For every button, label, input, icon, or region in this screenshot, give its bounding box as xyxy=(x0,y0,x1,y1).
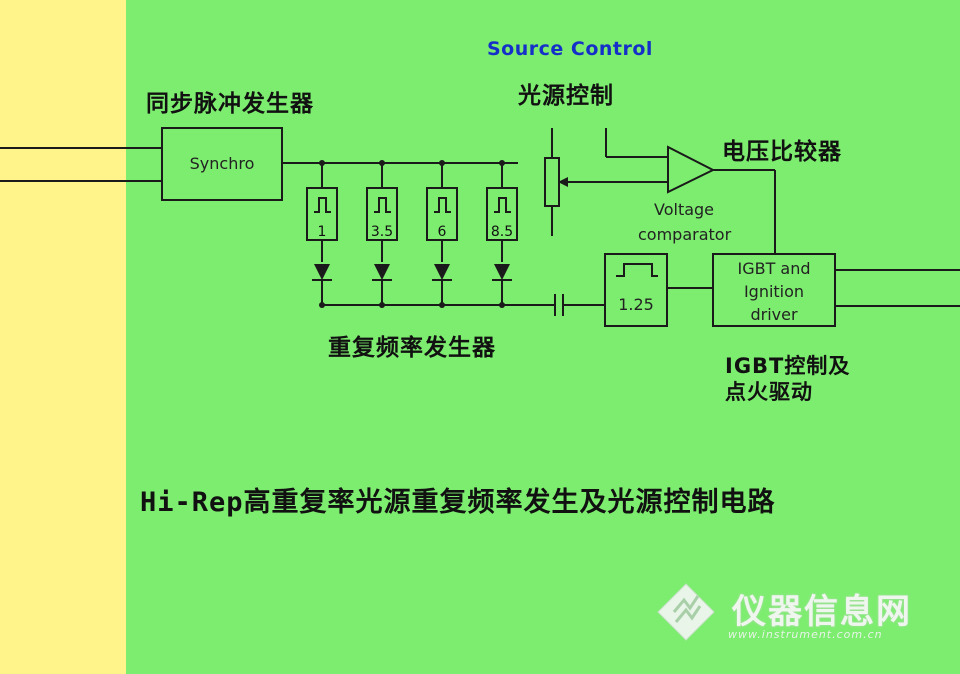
synchro-box-label: Synchro xyxy=(189,154,255,173)
igbt-cn-line-2: 点火驱动 xyxy=(725,380,813,404)
igbt-box-line-1: IGBT and xyxy=(737,259,811,278)
igbt-box-line-3: driver xyxy=(750,305,798,324)
igbt-cn-line-1: IGBT控制及 xyxy=(725,354,851,378)
igbt-box-line-2: Ignition xyxy=(743,282,805,301)
pulse-value-1: 1 xyxy=(317,224,327,240)
synchro-generator-label: 同步脉冲发生器 xyxy=(146,91,314,117)
pulse-value-2: 3.5 xyxy=(370,224,394,240)
source-control-label: 光源控制 xyxy=(518,83,614,109)
diagram-caption: Hi-Rep高重复率光源重复频率发生及光源控制电路 xyxy=(140,487,776,518)
comparator-label: 电压比较器 xyxy=(722,139,842,165)
pulse-box-125 xyxy=(604,253,668,327)
pulse-125-label: 1.25 xyxy=(618,295,654,314)
left-stripe xyxy=(0,0,126,674)
comparator-en-line-2: comparator xyxy=(638,225,732,244)
source-control-title: Source Control xyxy=(487,38,653,60)
comparator-triangle xyxy=(667,145,716,194)
watermark-text: 仪器信息网 xyxy=(732,592,912,632)
pulse-value-4: 8.5 xyxy=(490,224,514,240)
pulse-value-3: 6 xyxy=(437,224,447,240)
rep-generator-label: 重复频率发生器 xyxy=(328,335,496,361)
watermark-logo-icon xyxy=(657,583,715,641)
comparator-en-line-1: Voltage xyxy=(654,200,715,219)
watermark-url: www.instrument.com.cn xyxy=(728,628,883,641)
potentiometer xyxy=(544,157,560,207)
